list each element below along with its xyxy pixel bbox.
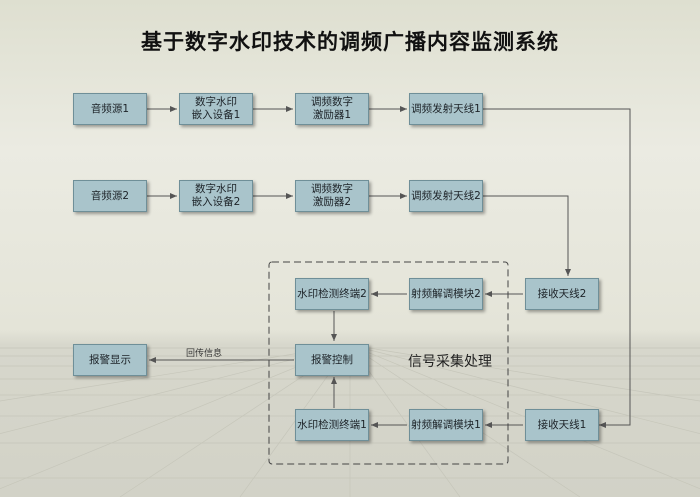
node-embed-device-1[interactable]: 数字水印 嵌入设备1 <box>179 93 253 125</box>
edge-label-feedback: 回传信息 <box>186 349 223 359</box>
node-audio-source-1[interactable]: 音频源1 <box>73 93 147 125</box>
node-fm-exciter-1[interactable]: 调频数字 激励器1 <box>295 93 369 125</box>
node-tx-antenna-2[interactable]: 调频发射天线2 <box>409 180 483 212</box>
arrow-tx1-to-rx1 <box>483 108 631 428</box>
group-label-signal-processing: 信号采集处理 <box>408 354 492 370</box>
node-demod-2[interactable]: 射频解调模块2 <box>409 278 483 310</box>
node-embed-device-2[interactable]: 数字水印 嵌入设备2 <box>179 180 253 212</box>
node-alarm-control[interactable]: 报警控制 <box>295 344 369 376</box>
node-rx-antenna-1[interactable]: 接收天线1 <box>525 409 599 441</box>
node-tx-antenna-1[interactable]: 调频发射天线1 <box>409 93 483 125</box>
node-detect-2[interactable]: 水印检测终端2 <box>295 278 369 310</box>
node-audio-source-2[interactable]: 音频源2 <box>73 180 147 212</box>
node-demod-1[interactable]: 射频解调模块1 <box>409 409 483 441</box>
node-rx-antenna-2[interactable]: 接收天线2 <box>525 278 599 310</box>
node-fm-exciter-2[interactable]: 调频数字 激励器2 <box>295 180 369 212</box>
node-alarm-display[interactable]: 报警显示 <box>73 344 147 376</box>
signal-processing-group-boundary <box>268 261 509 465</box>
node-detect-1[interactable]: 水印检测终端1 <box>295 409 369 441</box>
page-title: 基于数字水印技术的调频广播内容监测系统 <box>141 30 559 54</box>
arrow-tx2-to-rx2 <box>483 195 571 276</box>
